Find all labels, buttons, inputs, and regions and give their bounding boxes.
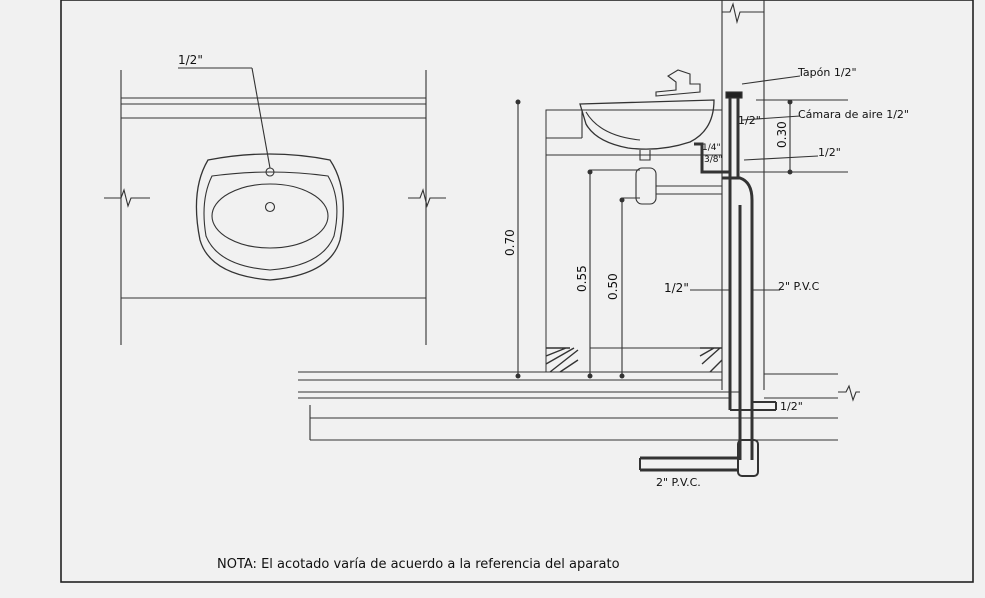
label-supply-half-right: 1/2" <box>818 146 841 159</box>
dim-030: 0.30 <box>775 121 789 148</box>
drawing-note: NOTA: El acotado varía de acuerdo a la r… <box>217 557 620 572</box>
label-pvc-mid: 2" P.V.C <box>778 280 820 293</box>
label-tapon: Tapón 1/2" <box>797 66 857 79</box>
label-supply-half-top: 1/2" <box>738 114 761 127</box>
plan-view <box>104 67 446 345</box>
dim-070: 0.70 <box>503 229 517 256</box>
label-supply-half-mid: 1/2" <box>664 281 689 295</box>
label-camara-aire: Cámara de aire 1/2" <box>798 108 909 121</box>
label-pvc-bottom: 2" P.V.C. <box>656 476 701 489</box>
plan-pipe-label: 1/2" <box>178 53 203 67</box>
label-half-bottom: 1/2" <box>780 400 803 413</box>
label-three-eighths: 3/8" <box>704 155 723 165</box>
section-view <box>298 0 860 477</box>
drawing-frame <box>60 0 974 583</box>
dim-055: 0.55 <box>575 265 589 292</box>
label-quarter: 1/4" <box>702 143 721 153</box>
dim-050: 0.50 <box>606 273 620 300</box>
dimension-ticks <box>515 99 793 379</box>
